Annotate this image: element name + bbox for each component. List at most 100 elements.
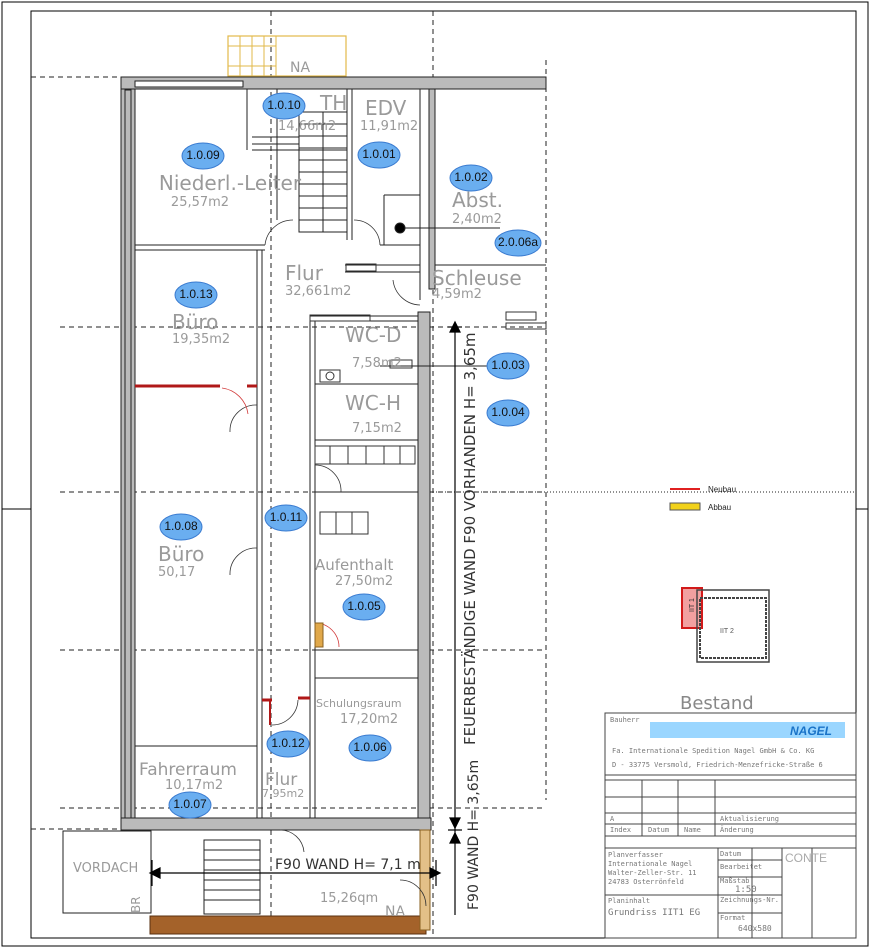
room-tag-1001: 1.0.01 [357,141,401,169]
room-area-wc-d: 7,58m2 [352,356,402,371]
room-name-flur: Flur [285,261,324,285]
outer-walls [120,76,547,831]
main-staircase [252,111,348,233]
room-tag-1013: 1.0.13 [174,281,218,309]
room-area-abst: 2,40m2 [452,212,502,227]
title-block [604,712,857,939]
svg-text:Datum: Datum [648,826,669,834]
room-name-aufenthalt: Aufenthalt [315,556,394,574]
svg-text:1.0.08: 1.0.08 [164,519,198,533]
svg-text:Maßstab: Maßstab [720,877,750,885]
svg-text:1:50: 1:50 [735,885,757,895]
room-area-wc-h: 7,15m2 [352,421,402,436]
abbau-band-right [419,829,431,931]
room-name-schleuse: Schleuse [432,266,522,290]
room-tag-1012: 1.0.12 [266,730,310,758]
svg-text:1.0.12: 1.0.12 [271,736,305,750]
svg-text:1.0.09: 1.0.09 [186,148,220,162]
room-name-wc-d: WC-D [345,323,401,347]
svg-text:Datum: Datum [720,850,741,858]
room-name-schulungsraum: Schulungsraum [316,697,402,710]
neubau-walls [135,384,310,725]
room-tag-1009: 1.0.09 [181,142,225,170]
label-area-bottom: 15,26qm [320,891,378,906]
svg-text:1.0.05: 1.0.05 [347,599,381,613]
svg-text:1.0.11: 1.0.11 [270,510,303,524]
svg-text:24783 Osterrönfeld: 24783 Osterrönfeld [608,878,684,886]
room-name-niederl: Niederl.-Leiter [159,171,302,195]
label-na-bottom: NA [385,904,405,920]
tb-address: D - 33775 Versmold, Friedrich-Menzefrick… [612,761,823,769]
svg-text:Aktualisierung: Aktualisierung [720,815,779,823]
room-tag-1010: 1.0.10 [262,92,306,120]
room-tag-1006: 1.0.06 [348,734,392,762]
room-name-flur-1012: Flur [265,770,297,790]
svg-text:1.0.06: 1.0.06 [353,740,387,754]
svg-text:A: A [610,815,615,823]
svg-text:Änderung: Änderung [720,825,754,834]
room-name-fahrerraum: Fahrerraum [139,760,237,780]
room-name-abst: Abst. [452,188,503,212]
sheet-border-inner [30,10,857,939]
svg-text:Internationale Nagel: Internationale Nagel [608,860,692,868]
tb-stamp: CONTE [785,851,827,865]
room-area-niederl: 25,57m2 [171,195,229,210]
room-area-fahrerraum: 10,17m2 [165,778,223,793]
room-tag-1011: 1.0.11 [264,504,308,532]
svg-text:Format: Format [720,914,745,922]
room-area-edv: 11,91m2 [360,119,418,134]
room-tag-1004: 1.0.04 [486,399,530,427]
room-tag-1005: 1.0.05 [342,593,386,621]
legend: Neubau Abbau [669,485,736,512]
label-na-top: NA [290,60,310,76]
small-abbau-detail [314,622,324,648]
svg-text:640x580: 640x580 [738,924,772,933]
svg-text:1.0.13: 1.0.13 [179,287,213,301]
room-area-schleuse: 4,59m2 [432,287,482,302]
label-wall-small-vertical: F90 WAND H= 3,65m [466,760,482,910]
tb-logo: NAGEL [790,724,832,738]
tb-header: Bauherr [610,716,640,724]
svg-text:Walter-Zeller-Str. 11: Walter-Zeller-Str. 11 [608,869,697,877]
staircase-top-abbau [227,35,347,77]
room-area-flur-1012: 7,95m2 [262,787,304,800]
svg-text:Planverfasser: Planverfasser [608,851,663,859]
room-tag-1007: 1.0.07 [168,791,212,819]
key-plan: IIT 1 IIT 2 Bestand [680,587,770,714]
legend-abbau-swatch [669,502,701,511]
room-name-wc-h: WC-H [345,391,401,415]
svg-text:2.0.06a: 2.0.06a [498,235,538,249]
room-name-edv: EDV [365,96,407,120]
title-block-text: Bauherr NAGEL Fa. Internationale Spediti… [608,716,845,933]
svg-text:1.0.07: 1.0.07 [173,797,207,811]
leader-lines [380,222,500,367]
label-wall-horizontal: F90 WAND H= 7,1 m [275,857,421,873]
room-area-aufenthalt: 27,50m2 [335,574,393,589]
door-swings [229,219,427,907]
label-small-left: BR [129,896,143,913]
svg-text:IIT 2: IIT 2 [720,628,734,635]
svg-text:Grundriss IIT1 EG: Grundriss IIT1 EG [608,908,700,918]
dimension-lines [148,320,462,915]
svg-text:Planinhalt: Planinhalt [608,897,650,905]
keyplan-caption: Bestand [680,693,754,714]
grid-lines [31,11,856,938]
room-tag-1003: 1.0.03 [486,352,530,380]
room-tag-2006a: 2.0.06a [494,229,542,257]
furniture [309,263,547,535]
tb-company: Fa. Internationale Spedition Nagel GmbH … [612,747,814,755]
svg-text:1.0.04: 1.0.04 [491,405,525,419]
label-wall-vertical: FEUERBESTÄNDIGE WAND F90 VORHANDEN H= 3,… [460,332,479,745]
room-name-buero-1008: Büro [158,542,204,566]
room-name-buero-1013: Büro [172,310,218,334]
room-labels: Niederl.-Leiter 25,57m2 TH 14,66m2 EDV 1… [73,60,522,920]
svg-text:IIT 1: IIT 1 [689,598,696,612]
svg-text:Zeichnungs-Nr.: Zeichnungs-Nr. [720,896,779,904]
legend-abbau-label: Abbau [708,503,731,512]
room-tag-1008: 1.0.08 [159,513,203,541]
svg-text:Bearbeitet: Bearbeitet [720,863,762,871]
svg-text:1.0.03: 1.0.03 [491,358,525,372]
svg-text:Name: Name [684,826,701,834]
svg-text:1.0.10: 1.0.10 [267,98,301,112]
